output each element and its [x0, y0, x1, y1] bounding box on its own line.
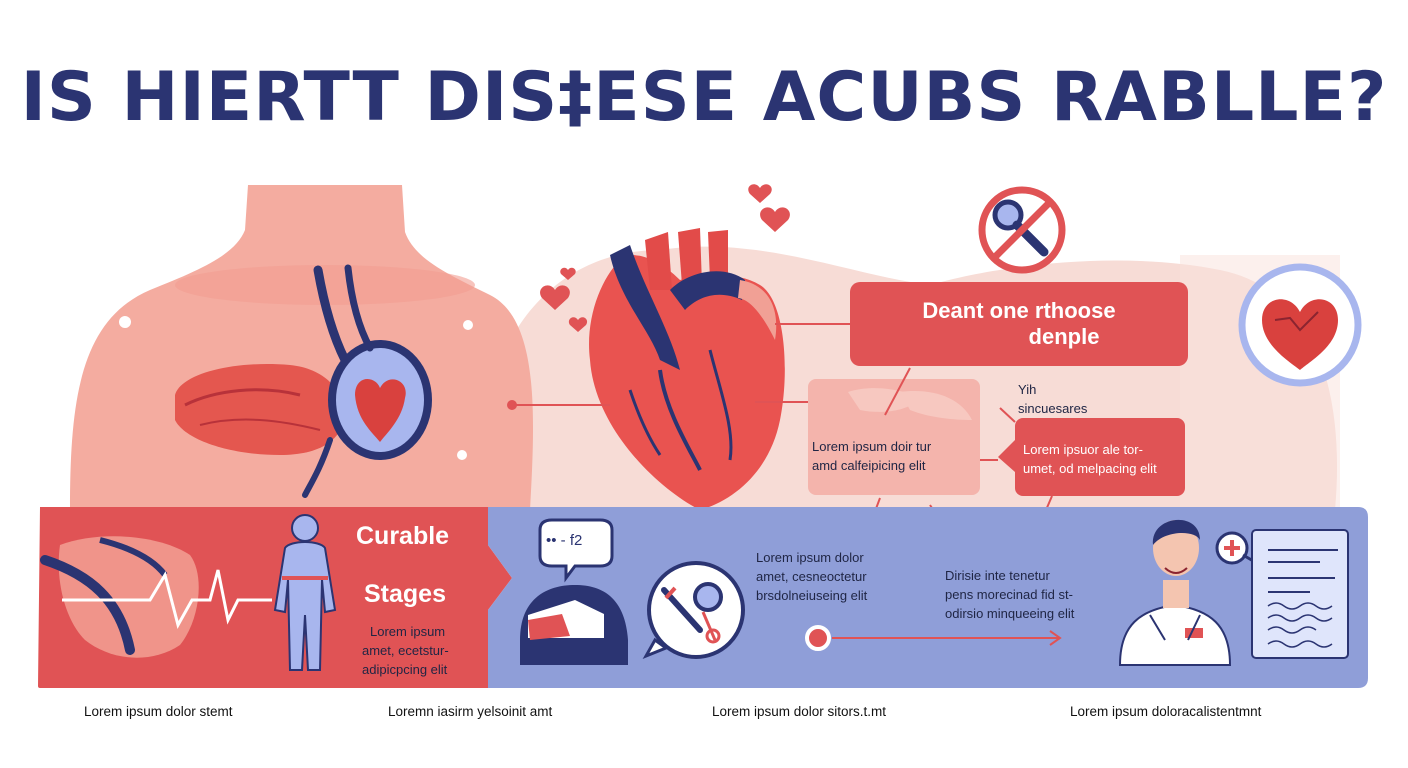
callout-box-top	[775, 282, 1188, 366]
page-title: IS HIERTT DIS‡ESE ACUBS RABLLE?	[20, 58, 1388, 137]
callout-title: Deant one rthoose denple	[850, 298, 1188, 350]
heart-icon	[540, 184, 790, 332]
blue-text-b-line2: pens morecinad fid st-	[945, 587, 1073, 602]
pink-box-text: Lorem ipsum doir tur amd calfeipicing el…	[812, 437, 931, 475]
blue-panel-text-a: Lorem ipsum dolor amet, cesneoctetur brs…	[756, 548, 867, 605]
stages-desc-line3: adipicpcing elit	[362, 662, 448, 677]
callout-title-line2: denple	[1028, 324, 1100, 349]
stages-label-stages: Stages	[364, 580, 446, 608]
side-note-line2: sincuesares	[1018, 401, 1088, 416]
blue-panel-text-b: Dirisie inte tenetur pens morecinad fid …	[945, 566, 1074, 623]
blue-text-a-line2: amet, cesneoctetur	[756, 569, 867, 584]
no-search-icon	[978, 186, 1066, 274]
stages-desc-line1: Lorem ipsum	[370, 624, 446, 639]
side-note: Yih sincuesares	[1018, 380, 1087, 418]
chat-icon	[538, 518, 614, 583]
timeline-arrow	[805, 625, 1062, 651]
blue-text-b-line1: Dirisie inte tenetur	[945, 568, 1050, 583]
blue-text-a-line1: Lorem ipsum dolor	[756, 550, 864, 565]
caption-3: Lorem ipsum dolor sitors.t.mt	[712, 704, 887, 719]
caption-2: Loremn iasirm yelsoinit amt	[388, 704, 553, 719]
person-icon	[273, 514, 337, 671]
callout-title-line1: Deant one rthoose	[922, 298, 1116, 323]
stages-desc-line2: amet, ecetstur-	[362, 643, 449, 658]
red-box-line1: Lorem ipsuor ale tor-	[1023, 442, 1143, 457]
pink-box-line2: amd calfeipicing elit	[812, 458, 926, 473]
caption-1: Lorem ipsum dolor stemt	[84, 704, 233, 719]
patient-illustration	[520, 585, 628, 665]
pink-box-line1: Lorem ipsum doir tur	[812, 439, 932, 454]
red-box-text: Lorem ipsuor ale tor- umet, od melpacing…	[1023, 440, 1157, 478]
doctor-icon	[1118, 519, 1232, 666]
caption-4: Lorem ipsum doloracalistentmnt	[1070, 704, 1262, 719]
red-info-box	[980, 407, 1185, 496]
blue-text-b-line3: odirsio minqueeing elit	[945, 606, 1075, 621]
torso-illustration	[70, 185, 534, 510]
red-box-line2: umet, od melpacing elit	[1023, 461, 1157, 476]
chat-bubble-text: •• - f2	[546, 532, 583, 549]
side-note-line1: Yih	[1018, 382, 1037, 397]
stages-description: Lorem ipsum amet, ecetstur- adipicpcing …	[362, 622, 449, 679]
syringe-icon	[642, 561, 745, 659]
magnifier-icon	[1215, 531, 1256, 565]
stages-label-curable: Curable	[356, 522, 450, 550]
document-icon	[1251, 529, 1349, 659]
ekg-heart-illustration	[40, 536, 272, 658]
blue-text-a-line3: brsdolneiuseing elit	[756, 588, 868, 603]
heart-illustration	[589, 228, 785, 510]
heart-badge-icon	[1238, 263, 1362, 387]
pink-info-box	[755, 367, 980, 495]
